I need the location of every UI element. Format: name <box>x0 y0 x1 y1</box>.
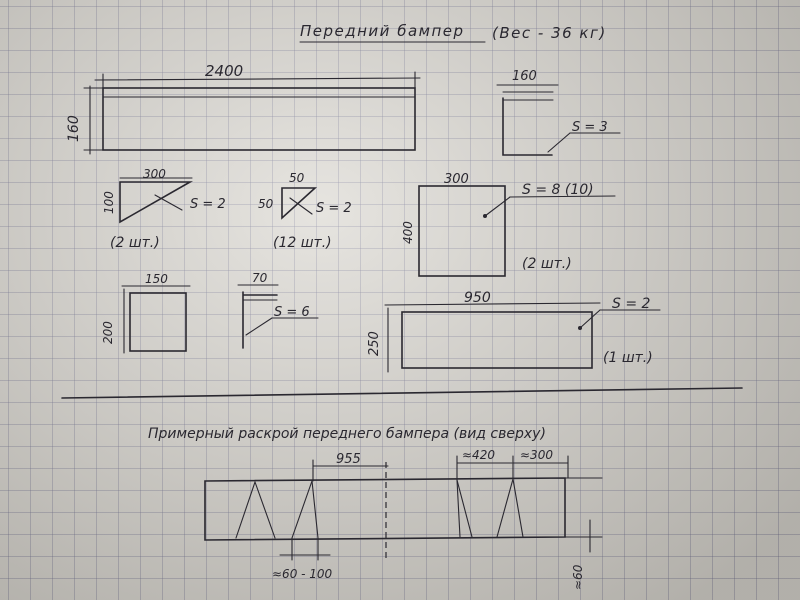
angle-profile-thickness-label: S = 3 <box>572 120 608 135</box>
square-plate-thickness-label: S = 8 (10) <box>522 182 594 198</box>
beam-length-label: 2400 <box>205 62 243 80</box>
long-plate-width-label: 950 <box>464 290 491 306</box>
angle-profile-shape <box>502 97 553 156</box>
square-plate-quantity-label: (2 шт.) <box>522 256 572 272</box>
long-plate-width-dimension <box>384 302 601 306</box>
bracket-height-label: 100 <box>102 191 116 214</box>
bracket-quantity-label: (2 шт.) <box>110 235 160 251</box>
main-beam: 2400 160 <box>66 62 421 155</box>
small-angle: 70 S = 6 <box>237 271 319 349</box>
square-plate: 300 400 S = 8 (10) (2 шт.) <box>401 172 616 277</box>
small-plate-outline <box>129 292 187 352</box>
bracket-thickness-label: S = 2 <box>190 197 226 212</box>
long-plate: 950 250 S = 2 (1 шт.) <box>367 290 661 373</box>
drawing-title: Передний бампер <box>300 22 465 40</box>
bracket-width-label: 300 <box>143 167 166 181</box>
gusset-quantity-label: (12 шт.) <box>273 235 332 251</box>
dimension-420-label: ≈420 <box>462 448 495 462</box>
bracket-triangle-shape <box>119 181 194 224</box>
small-angle-shape <box>242 291 278 349</box>
small-plate-height-label: 200 <box>101 321 115 344</box>
angle-profile-width-label: 160 <box>512 69 537 84</box>
square-plate-width-label: 300 <box>444 172 469 187</box>
gusset-triangle: 50 50 S = 2 (12 шт.) <box>258 171 352 251</box>
gusset-triangle-shape <box>281 187 318 220</box>
long-plate-outline <box>401 311 593 369</box>
drawing-title-weight: (Вес - 36 кг) <box>492 24 607 42</box>
small-angle-width-label: 70 <box>252 271 268 285</box>
beam-outline <box>102 87 416 151</box>
dimension-955-label: 955 <box>336 452 361 467</box>
small-plate-width-label: 150 <box>145 272 168 286</box>
dimension-60-label: ≈60 <box>571 564 585 590</box>
small-plate: 150 200 <box>101 272 191 354</box>
gusset-thickness-label: S = 2 <box>316 201 352 216</box>
dimension-300-label: ≈300 <box>520 448 553 462</box>
cutting-layout: Примерный раскрой переднего бампера (вид… <box>148 426 603 590</box>
gusset-size-b-label: 50 <box>258 197 274 211</box>
angle-profile: 160 S = 3 <box>496 69 621 156</box>
small-angle-thickness-label: S = 6 <box>274 305 310 320</box>
cutting-layout-heading: Примерный раскрой переднего бампера (вид… <box>148 426 546 442</box>
bracket-triangle: 300 100 S = 2 (2 шт.) <box>102 167 226 251</box>
title-group: Передний бампер (Вес - 36 кг) <box>299 22 607 43</box>
dimension-60-100-label: ≈60 - 100 <box>272 567 333 581</box>
long-plate-thickness-label: S = 2 <box>612 296 651 312</box>
square-plate-outline <box>418 185 506 277</box>
square-plate-height-label: 400 <box>401 221 415 244</box>
long-plate-height-label: 250 <box>367 331 382 356</box>
section-divider-line <box>61 387 743 399</box>
beam-height-label: 160 <box>66 115 82 142</box>
long-plate-quantity-label: (1 шт.) <box>603 350 653 366</box>
gusset-size-a-label: 50 <box>289 171 305 185</box>
beam-length-dimension-line <box>94 77 421 81</box>
